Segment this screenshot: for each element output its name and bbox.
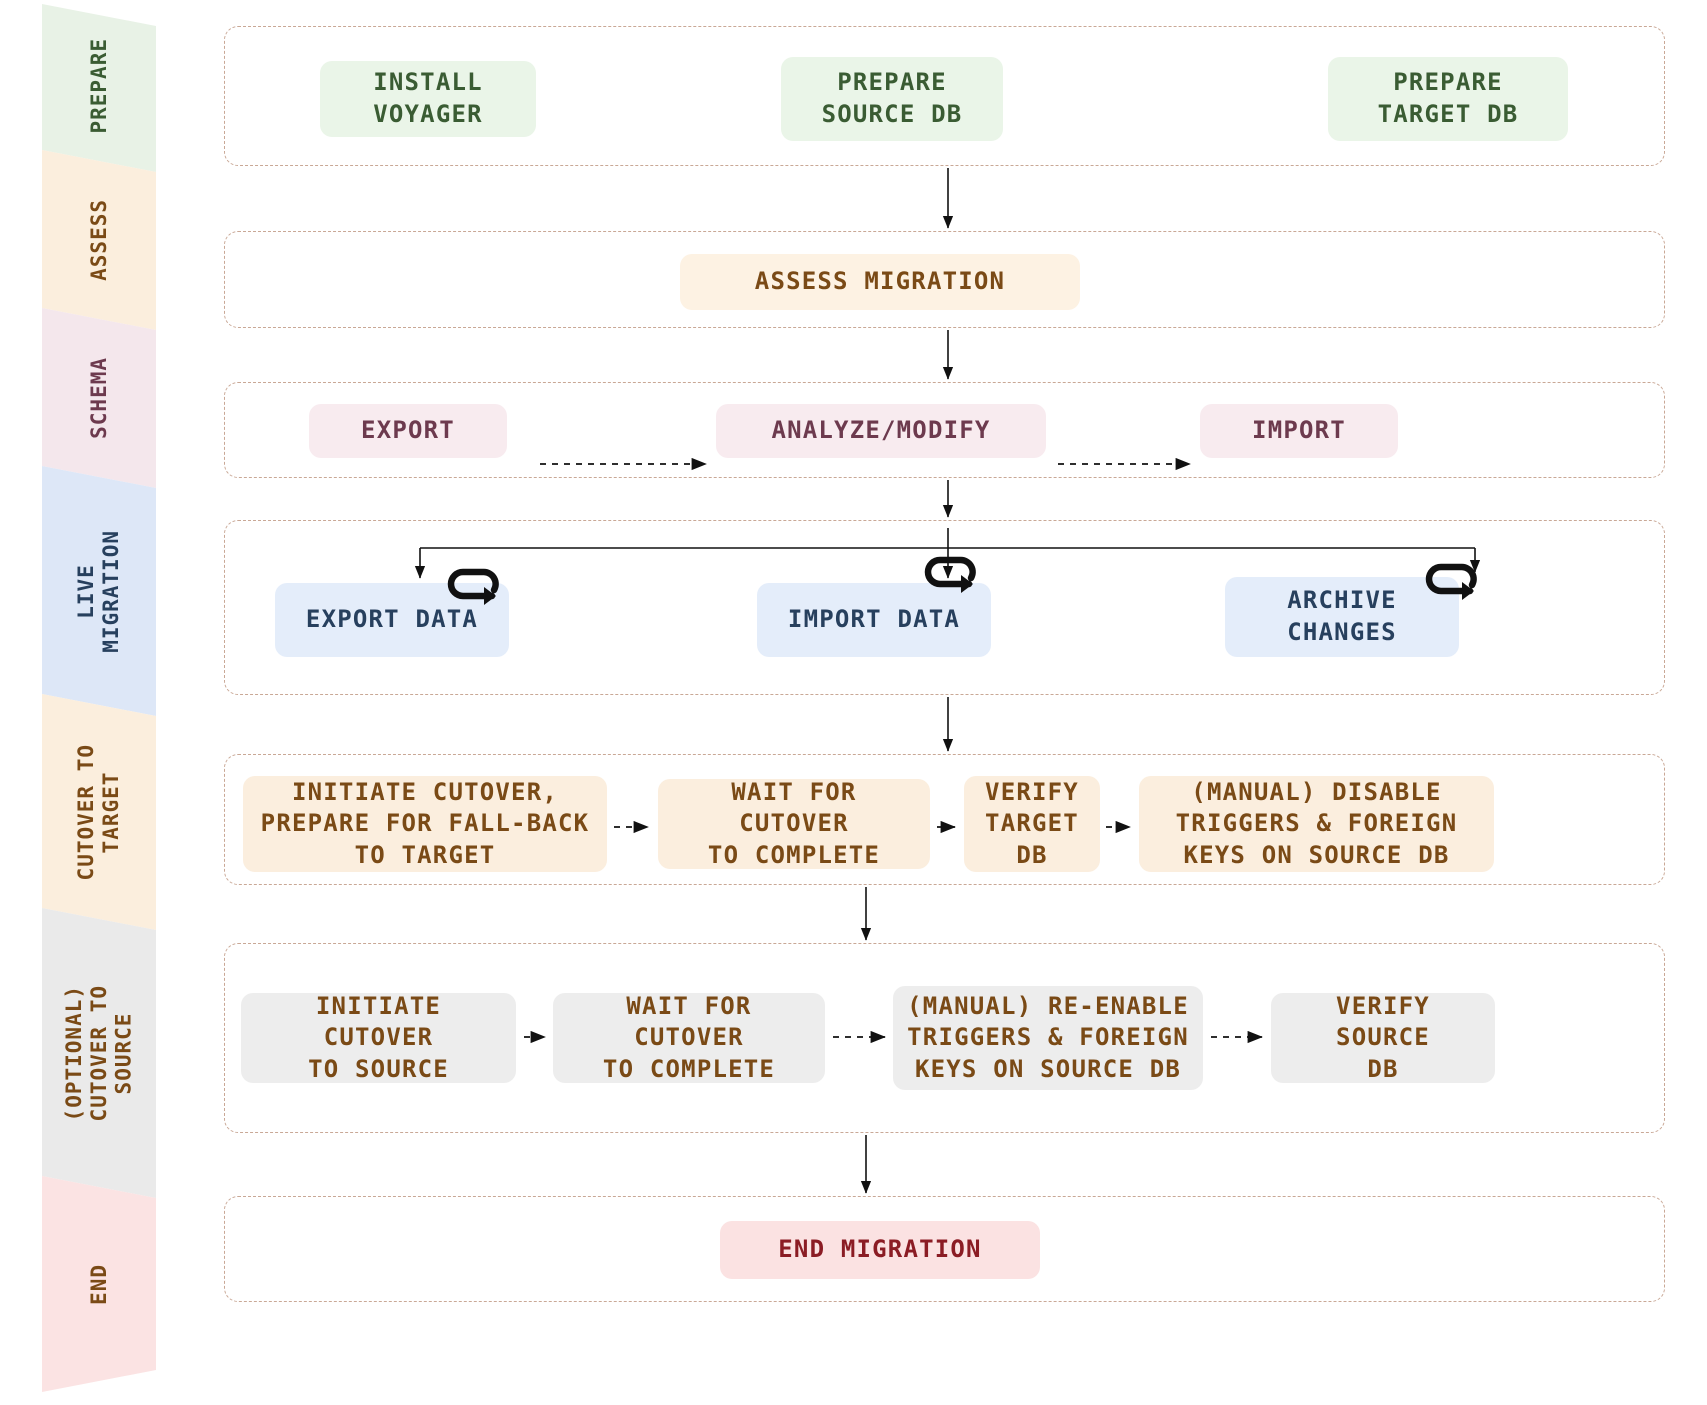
- node-reenable-triggers[interactable]: (MANUAL) RE-ENABLE TRIGGERS & FOREIGN KE…: [893, 986, 1203, 1090]
- node-import-data[interactable]: IMPORT DATA: [757, 583, 991, 657]
- node-schema-analyze-modify[interactable]: ANALYZE/MODIFY: [716, 404, 1046, 458]
- node-verify-target-db[interactable]: VERIFY TARGET DB: [964, 776, 1100, 872]
- row-cutover-target: INITIATE CUTOVER, PREPARE FOR FALL-BACK …: [224, 754, 1665, 885]
- node-verify-source-db[interactable]: VERIFY SOURCE DB: [1271, 992, 1495, 1083]
- row-end: END MIGRATION: [224, 1196, 1665, 1302]
- phase-band-end[interactable]: END: [42, 1176, 156, 1392]
- phase-band-cutover-target[interactable]: CUTOVER TO TARGET: [42, 694, 156, 930]
- phase-label-cutover-source: (OPTIONAL) CUTOVER TO SOURCE: [61, 984, 136, 1122]
- node-prepare-target-db[interactable]: PREPARE TARGET DB: [1328, 57, 1568, 141]
- node-wait-cutover-source[interactable]: WAIT FOR CUTOVER TO COMPLETE: [553, 992, 825, 1083]
- phase-band-prepare[interactable]: PREPARE: [42, 4, 156, 172]
- row-assess: ASSESS MIGRATION: [224, 231, 1665, 328]
- phase-label-end: END: [86, 1263, 111, 1305]
- node-archive-changes[interactable]: ARCHIVE CHANGES: [1225, 577, 1459, 657]
- phase-band-schema[interactable]: SCHEMA: [42, 308, 156, 488]
- phase-band-live-migration[interactable]: LIVE MIGRATION: [42, 466, 156, 716]
- loop-repeat-icon: [923, 550, 985, 598]
- row-schema: EXPORT ANALYZE/MODIFY IMPORT: [224, 382, 1665, 478]
- phase-band-assess[interactable]: ASSESS: [42, 150, 156, 330]
- row-prepare: INSTALL VOYAGER PREPARE SOURCE DB PREPAR…: [224, 26, 1665, 166]
- node-assess-migration[interactable]: ASSESS MIGRATION: [680, 254, 1080, 310]
- phase-rail: PREPARE ASSESS SCHEMA LIVE MIGRATION CUT…: [42, 0, 156, 1405]
- phase-band-cutover-source[interactable]: (OPTIONAL) CUTOVER TO SOURCE: [42, 908, 156, 1198]
- phase-label-live-migration: LIVE MIGRATION: [74, 529, 123, 653]
- node-schema-import[interactable]: IMPORT: [1200, 404, 1398, 458]
- phase-label-schema: SCHEMA: [86, 357, 111, 439]
- loop-repeat-icon: [446, 562, 508, 610]
- node-initiate-cutover-target[interactable]: INITIATE CUTOVER, PREPARE FOR FALL-BACK …: [243, 776, 607, 872]
- phase-label-assess: ASSESS: [86, 199, 111, 281]
- node-end-migration[interactable]: END MIGRATION: [720, 1221, 1040, 1279]
- phase-label-cutover-target: CUTOVER TO TARGET: [74, 743, 123, 881]
- node-install-voyager[interactable]: INSTALL VOYAGER: [320, 61, 536, 137]
- node-prepare-source-db[interactable]: PREPARE SOURCE DB: [781, 57, 1003, 141]
- loop-repeat-icon: [1424, 557, 1486, 605]
- node-schema-export[interactable]: EXPORT: [309, 404, 507, 458]
- row-cutover-source: INITIATE CUTOVER TO SOURCE WAIT FOR CUTO…: [224, 943, 1665, 1133]
- node-disable-triggers[interactable]: (MANUAL) DISABLE TRIGGERS & FOREIGN KEYS…: [1139, 776, 1494, 872]
- phase-label-prepare: PREPARE: [86, 38, 111, 134]
- node-wait-cutover-target[interactable]: WAIT FOR CUTOVER TO COMPLETE: [658, 778, 930, 869]
- row-live-migration: EXPORT DATA IMPORT DATA ARCHIVE CHANGES: [224, 520, 1665, 695]
- node-initiate-cutover-source[interactable]: INITIATE CUTOVER TO SOURCE: [241, 992, 516, 1083]
